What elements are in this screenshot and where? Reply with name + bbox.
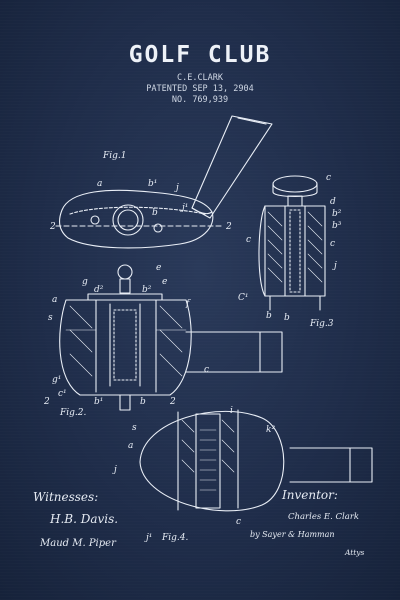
ref-letter: d	[330, 197, 336, 207]
ref-letter: c	[326, 173, 331, 183]
ref-letter: j	[112, 465, 117, 475]
witnesses-label: Witnesses:	[33, 490, 99, 504]
poster-title: GOLF CLUB	[128, 42, 272, 68]
ref-letter: 2	[225, 222, 232, 232]
figure-2-cross-section	[59, 264, 283, 411]
ref-letter: i	[230, 406, 233, 416]
ref-letter: b	[284, 313, 290, 323]
witness-signature-2: Maud M. Piper	[40, 538, 116, 549]
ref-letter: d²	[94, 285, 104, 295]
ref-letter: a	[97, 179, 102, 189]
ref-letter: C¹	[238, 293, 249, 303]
ref-letter: b³	[332, 221, 342, 231]
ref-letter: s	[132, 423, 137, 433]
ref-letter: c	[236, 517, 241, 527]
figure-3-section	[258, 175, 326, 311]
inventor-signature: Charles E. Clark	[288, 512, 360, 522]
fig1-label: Fig.1	[102, 151, 126, 161]
ref-letter: b²	[142, 285, 152, 295]
inventor-name: C.E.CLARK	[176, 73, 224, 83]
ref-letter: j¹	[144, 533, 152, 543]
ref-letter: c	[246, 235, 251, 245]
attorney-signature: by Sayer & Hamman	[250, 530, 335, 539]
fig3-label: Fig.3	[309, 319, 334, 329]
ref-letter: a	[52, 295, 57, 305]
ref-letter: b	[152, 208, 158, 218]
figure-4-section	[139, 409, 373, 512]
ref-letter: 2	[169, 397, 176, 407]
ref-letter: j¹	[180, 203, 188, 213]
inventor-label: Inventor:	[282, 488, 338, 502]
ref-letter: b¹	[148, 179, 157, 189]
ref-letter: c	[204, 365, 209, 375]
attorney-label: Attys	[345, 548, 365, 557]
fig2-label: Fig.2.	[59, 408, 86, 418]
ref-letter: a	[128, 441, 133, 451]
ref-letter: e	[156, 263, 161, 273]
ref-letter: g¹	[52, 375, 61, 385]
ref-letter: f	[185, 299, 191, 309]
ref-letter: b	[140, 397, 146, 407]
ref-letter: b²	[332, 209, 342, 219]
reference-letters: a b¹ j b j¹ 2 2 c d b² b³ c c j C¹ b b e…	[43, 173, 342, 543]
patent-number: NO. 769,939	[171, 95, 229, 105]
ref-letter: g	[82, 277, 88, 287]
ref-letter: j	[332, 261, 337, 271]
ref-letter: b	[266, 311, 272, 321]
ref-letter: b¹	[94, 397, 103, 407]
ref-letter: c	[330, 239, 335, 249]
ref-letter: k²	[266, 425, 275, 435]
witness-signature-1: H.B. Davis.	[50, 512, 119, 526]
patent-date: PATENTED SEP 13, 2904	[146, 84, 254, 94]
ref-letter: e	[162, 277, 167, 287]
fig4-label: Fig.4.	[161, 533, 188, 543]
ref-letter: j	[174, 183, 179, 193]
figure-1-club-head	[55, 115, 273, 249]
ref-letter: s	[48, 313, 53, 323]
ref-letter: c¹	[58, 389, 67, 399]
ref-letter: 2	[49, 222, 56, 232]
ref-letter: 2	[43, 397, 50, 407]
